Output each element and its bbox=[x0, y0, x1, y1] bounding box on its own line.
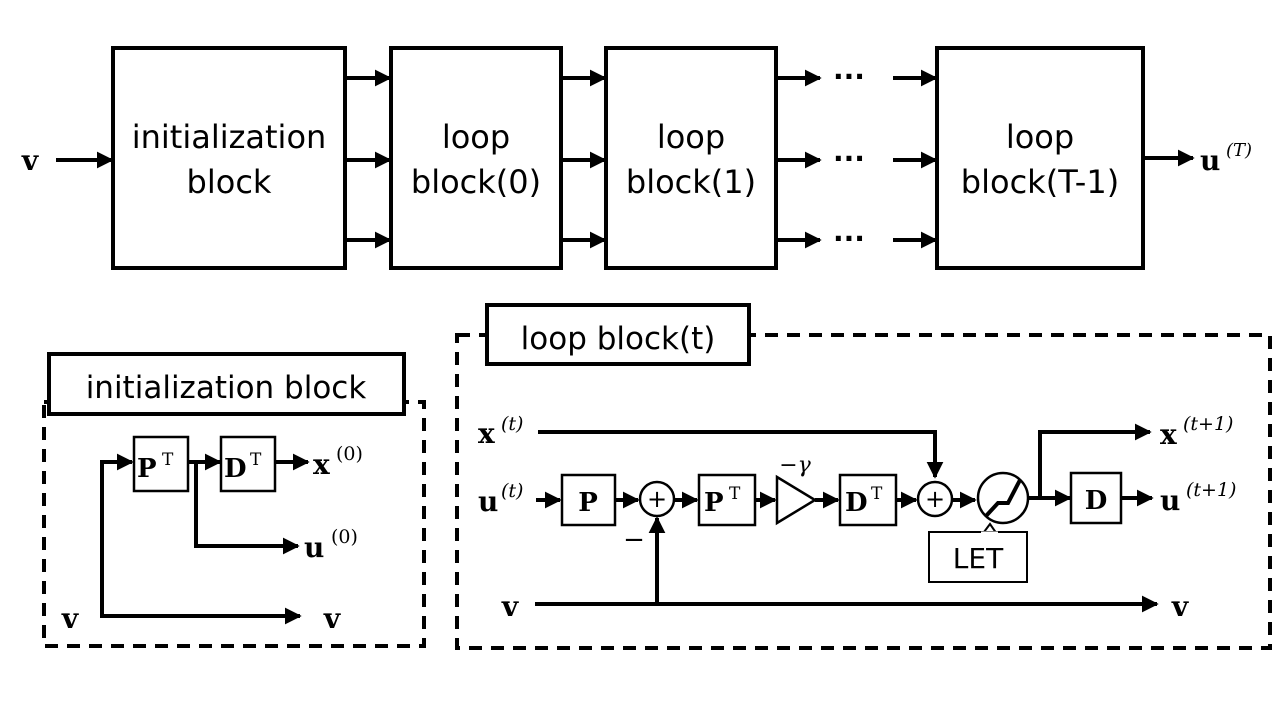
loop1-label-1: loop bbox=[657, 118, 725, 156]
init-x0-sup: (0) bbox=[336, 443, 363, 465]
loop-DT-D: D bbox=[845, 488, 868, 518]
top-output-u-sup: (T) bbox=[1226, 140, 1252, 161]
loop-LET-to-x-out-arrow bbox=[1038, 423, 1152, 498]
loop-PT-P: P bbox=[704, 488, 724, 518]
ellipsis-2: ··· bbox=[833, 142, 865, 175]
loop-panel-title: loop block(t) bbox=[521, 321, 716, 357]
loopT-label-1: loop bbox=[1006, 118, 1074, 156]
loop-x-in-sup: (t) bbox=[501, 413, 523, 435]
loop-adder-1-plus: + bbox=[647, 485, 667, 513]
loop-v-in: v bbox=[501, 590, 519, 623]
init-PT-box bbox=[132, 435, 190, 493]
init-panel: initialization block v v P T D T x (0) u… bbox=[42, 352, 426, 648]
loop-DT-sup: T bbox=[871, 484, 883, 504]
loop-panel-frame bbox=[455, 333, 1272, 650]
loop-P-label: P bbox=[578, 488, 598, 518]
loop-PT-box bbox=[697, 473, 757, 527]
init-u0-sup: (0) bbox=[331, 526, 358, 548]
top-pipeline: v initialization block loop block(0) loo… bbox=[21, 46, 1252, 270]
loop-u-out-sup: (t+1) bbox=[1186, 479, 1236, 501]
init-PT-sup: T bbox=[162, 450, 174, 470]
loop-x-in: x bbox=[478, 417, 495, 450]
top-input-v: v bbox=[21, 144, 39, 177]
init-v-in: v bbox=[61, 602, 79, 635]
init-u0: u bbox=[304, 531, 324, 564]
loop-adder-1-minus: − bbox=[623, 525, 645, 555]
initialization-block bbox=[111, 46, 347, 270]
loop0-label-1: loop bbox=[442, 118, 510, 156]
init-v-to-PT-arrow bbox=[100, 453, 134, 616]
loopT-label-2: block(T-1) bbox=[961, 163, 1119, 201]
init-panel-title: initialization block bbox=[86, 370, 367, 406]
loop-panel: loop block(t) x (t) u (t) v P + − v P T … bbox=[455, 303, 1272, 650]
loop-gain-label: −γ bbox=[779, 453, 811, 478]
loop-u-out: u bbox=[1160, 484, 1180, 517]
loop-x-out-sup: (t+1) bbox=[1183, 413, 1233, 435]
init-to-u0-arrow bbox=[194, 462, 300, 555]
loop-PT-sup: T bbox=[729, 484, 741, 504]
top-output-u: u bbox=[1200, 144, 1220, 177]
init-block-label-2: block bbox=[187, 163, 272, 201]
loop-gain-triangle bbox=[775, 474, 818, 526]
init-DT-box bbox=[219, 435, 277, 493]
ellipsis-1: ··· bbox=[833, 60, 865, 93]
loop-block-0 bbox=[389, 46, 563, 270]
loop-block-1 bbox=[604, 46, 778, 270]
loop-LET-callout-box bbox=[928, 531, 1028, 583]
loop-u-in: u bbox=[478, 485, 498, 518]
loop-block-T-1 bbox=[935, 46, 1145, 270]
loop-panel-title-box bbox=[485, 303, 751, 366]
init-panel-frame bbox=[42, 400, 426, 648]
loop-v-out: v bbox=[1171, 590, 1189, 623]
loop-LET-label: LET bbox=[953, 542, 1004, 575]
loop0-label-2: block(0) bbox=[411, 163, 541, 201]
init-x0: x bbox=[313, 448, 330, 481]
loop-x-out: x bbox=[1160, 418, 1177, 451]
ellipsis-3: ··· bbox=[833, 222, 865, 255]
init-DT-D: D bbox=[224, 454, 247, 484]
init-panel-title-box bbox=[47, 352, 406, 416]
loop-LET-curve bbox=[984, 479, 1022, 518]
loop-u-in-sup: (t) bbox=[501, 480, 523, 502]
init-block-label-1: initialization bbox=[132, 118, 327, 156]
loop1-label-2: block(1) bbox=[626, 163, 756, 201]
init-v-out: v bbox=[323, 602, 341, 635]
loop-P-box bbox=[560, 473, 617, 527]
loop-D-label: D bbox=[1085, 486, 1108, 516]
loop-x-to-adder2-arrow bbox=[538, 430, 944, 479]
loop-DT-box bbox=[838, 473, 898, 527]
init-DT-sup: T bbox=[250, 450, 262, 470]
init-PT-P: P bbox=[137, 454, 157, 484]
loop-adder-2-plus: + bbox=[925, 485, 945, 513]
